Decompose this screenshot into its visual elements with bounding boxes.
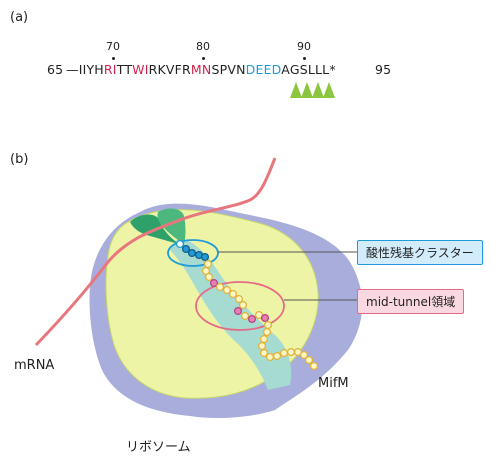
peptide-bead [263, 320, 273, 330]
tick-label-80: 80 [196, 40, 210, 53]
peptide-bead [279, 348, 289, 358]
mifm-peptide-chain [175, 239, 319, 371]
mrna-label: mRNA [14, 358, 55, 373]
peptide-bead [247, 314, 257, 324]
peptide-bead [238, 300, 248, 310]
sequence-segment: RI [103, 62, 117, 77]
peptide-bead [257, 341, 267, 351]
peptide-bead [203, 259, 213, 269]
peptide-bead [175, 239, 185, 249]
sequence-segment: * [329, 62, 336, 77]
tick-dot-70 [112, 57, 115, 60]
triangle-marker [312, 82, 324, 98]
tick-dot-90 [303, 57, 306, 60]
peptide-bead [309, 361, 319, 371]
peptide-bead [200, 252, 210, 262]
peptide-bead [259, 334, 269, 344]
peptide-bead [204, 272, 214, 282]
panel-a-label: (a) [10, 10, 29, 25]
acidic-cluster-box: 酸性残基クラスター [357, 240, 483, 265]
peptide-bead [286, 347, 296, 357]
peptide-bead [262, 327, 272, 337]
tick-dot-80 [202, 57, 205, 60]
peptide-bead [234, 294, 244, 304]
sequence-segment: SPVN [211, 62, 246, 77]
triangle-marker [323, 82, 335, 98]
peptide-bead [265, 352, 275, 362]
sequence-segment: TT [116, 62, 133, 77]
sequence-segment: — [66, 62, 79, 77]
sequence-segment: IIYH [78, 62, 104, 77]
peptide-bead [187, 248, 197, 258]
sequence-segment: DEED [245, 62, 282, 77]
peptide-bead [240, 311, 250, 321]
tick-label-70: 70 [106, 40, 120, 53]
ribosome-label: リボソーム [126, 440, 191, 455]
acidic-cluster-highlight [167, 239, 219, 267]
triangle-marker [301, 82, 313, 98]
sequence-segment: MN [190, 62, 212, 77]
amino-acid-sequence: —IIYHRITTWIRKVFRMNSPVNDEEDAGSLLL* [66, 62, 336, 77]
trna-right [157, 208, 186, 244]
panel-b-label: (b) [10, 152, 29, 167]
triangle-markers [290, 82, 335, 98]
peptide-bead [209, 278, 219, 288]
tick-label-90: 90 [297, 40, 311, 53]
peptide-bead [233, 306, 243, 316]
sequence-segment: WI [132, 62, 149, 77]
mifm-label: MifM [318, 376, 349, 391]
peptide-bead [304, 355, 314, 365]
peptide-bead [259, 348, 269, 358]
triangle-marker [290, 82, 302, 98]
residue-end-number: 95 [375, 62, 392, 77]
residue-start-number: 65 [47, 62, 64, 77]
sequence-segment: RKVFR [148, 62, 191, 77]
sequence-segment: AGSLLL [281, 62, 330, 77]
peptide-bead [228, 289, 238, 299]
mrna-strand [34, 157, 277, 347]
peptide-bead [181, 244, 191, 254]
midtunnel-region-box: mid-tunnel領域 [357, 289, 465, 314]
peptide-bead [299, 350, 309, 360]
peptide-bead [215, 282, 225, 292]
peptide-bead [272, 351, 282, 361]
midtunnel-region-highlight [195, 281, 285, 331]
peptide-bead [260, 313, 270, 323]
peptide-bead [222, 285, 232, 295]
